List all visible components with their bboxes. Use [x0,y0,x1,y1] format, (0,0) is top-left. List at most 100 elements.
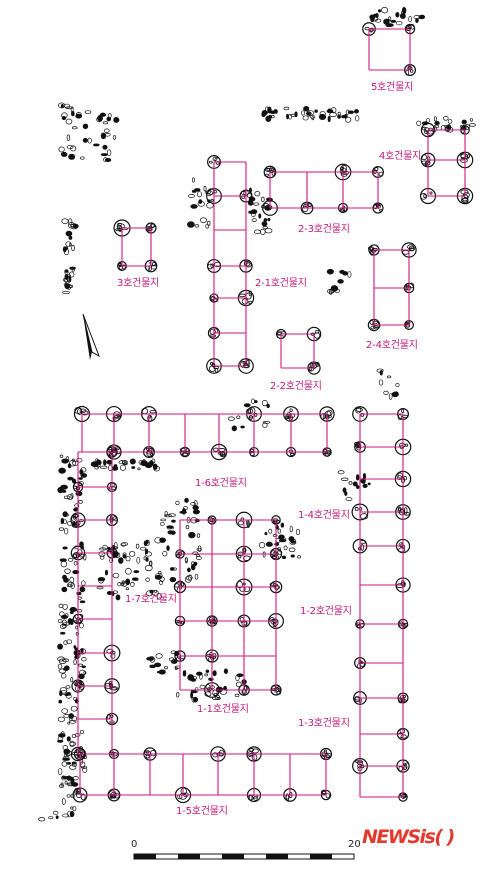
rubble-stone [96,586,104,590]
rubble-stone [79,586,86,593]
rubble-stone [261,204,265,209]
rubble-stone [66,283,72,290]
rubble-stone [58,784,65,788]
rubble-stone [63,495,71,500]
rubble-stone [87,137,92,144]
rubble-stone [195,556,202,560]
rubble-stone [109,557,114,563]
rubble-stone [102,144,108,150]
rubble-stone [337,279,344,284]
rubble-stone [265,541,273,547]
rubble-stone [81,765,88,769]
rubble-stone [191,177,195,183]
rubble-stone [117,582,122,587]
rubble-stone [306,110,311,117]
rubble-stone [259,228,266,235]
rubble-stone [375,12,379,19]
rubble-stone [83,754,87,760]
rubble-stone [60,560,68,568]
rubble-stone [79,729,84,735]
newsis-watermark-logo: NEWSis( ) [362,826,455,848]
rubble-stone [81,665,86,669]
rubble-stone [461,119,467,125]
rubble-stone [327,115,331,123]
rubble-stone [61,218,69,225]
rubble-stone [156,670,165,674]
rubble-stone [302,115,309,121]
rubble-stone [79,469,84,475]
rubble-stone [153,465,160,472]
rubble-stone [416,120,422,126]
rubble-stone [421,121,429,126]
rubble-stone [159,522,165,527]
rubble-stone [120,542,127,547]
rubble-stone [66,692,72,696]
rubble-stone [184,557,188,564]
rubble-stone [268,114,272,119]
rubble-stone [79,622,84,629]
rubble-stone [75,491,83,497]
rubble-stone [57,716,66,722]
rubble-stone [205,190,213,196]
rubble-stone [383,390,389,395]
rubble-stone [169,577,177,583]
rubble-stone [253,202,260,206]
rubble-stone [362,483,368,489]
rubble-stone [102,544,108,551]
rubble-stone [58,102,66,109]
rubble-stone [113,464,118,468]
rubble-stone [62,246,67,253]
rubble-stone [193,561,198,566]
rubble-stone [67,721,71,725]
rubble-stone [58,467,66,474]
rubble-stone [104,569,109,576]
rubble-stone [205,669,210,673]
rubble-stone [262,422,268,429]
rubble-stone [70,705,78,712]
rubble-stone [469,123,476,127]
rubble-stone [69,811,75,818]
scale-end-label: 20 [348,839,361,850]
rubble-stone [103,459,107,466]
rubble-stone [129,551,136,557]
rubble-stone [74,503,80,508]
rubble-stone [57,739,64,743]
rubble-stone [68,715,73,722]
rubble-stone [164,665,168,670]
rubble-stone [66,794,71,798]
rubble-stone [248,409,252,414]
rubble-stone [154,589,157,593]
rubble-stone [169,526,175,530]
rubble-stone [79,648,86,655]
rubble-stone [333,289,341,293]
rubble-stone [261,111,266,118]
rubble-stone [61,761,68,767]
rubble-stone [57,618,63,624]
label-building-1-3: 1-3호건물지 [298,718,350,729]
rubble-stone [64,103,71,109]
rubble-stone [274,542,280,546]
rubble-stone [340,477,349,481]
rubble-stone [61,813,70,818]
rubble-stone [82,137,88,143]
rubble-stone [102,121,109,125]
rubble-stone [196,547,202,552]
rubble-stone [190,502,196,506]
rubble-stone [356,485,360,490]
label-building-2-2: 2-2호건물지 [270,381,322,392]
rubble-stone [63,756,70,760]
label-building-1-5: 1-5호건물지 [176,806,228,817]
rubble-stone [190,691,194,699]
rubble-stone [264,228,273,234]
label-building-2-1: 2-1호건물지 [255,278,307,289]
rubble-stone [268,528,273,534]
rubble-stone [345,109,350,115]
rubble-stone [418,14,426,20]
rubble-stone [57,768,63,775]
rubble-stone [65,241,72,247]
rubble-stone [261,221,268,227]
rubble-stone [69,606,77,612]
rubble-stone [120,582,125,586]
rubble-stone [105,132,111,137]
rubble-stone [62,603,68,610]
